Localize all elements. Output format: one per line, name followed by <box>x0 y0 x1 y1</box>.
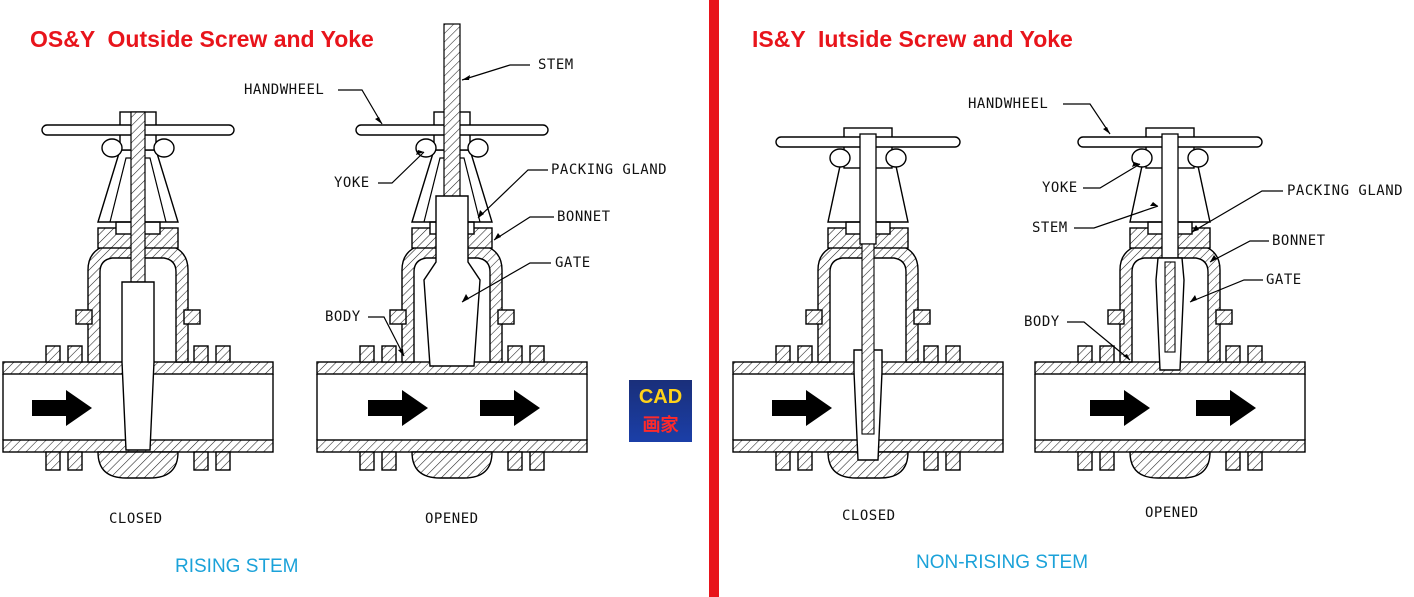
panel-divider <box>709 0 719 597</box>
label-stem: STEM <box>538 57 574 73</box>
label-handwheel: HANDWHEEL <box>244 82 325 98</box>
label-stem-right: STEM <box>1032 220 1068 236</box>
rising-stem-caption: RISING STEM <box>175 556 299 577</box>
label-closed: CLOSED <box>109 511 163 527</box>
isy-closed-valve <box>732 127 1004 479</box>
non-rising-stem-caption: NON-RISING STEM <box>916 552 1089 573</box>
osy-opened-valve <box>316 23 588 479</box>
badge-line2: 画家 <box>642 415 679 436</box>
label-body: BODY <box>325 309 361 325</box>
label-packing-gland: PACKING GLAND <box>551 162 668 178</box>
label-closed-right: CLOSED <box>842 508 896 524</box>
label-yoke-right: YOKE <box>1042 180 1078 196</box>
label-packing-gland-right: PACKING GLAND <box>1287 183 1404 199</box>
cad-logo-badge: CAD 画家 <box>629 380 692 442</box>
osy-title: OS&Y Outside Screw and Yoke <box>30 26 374 52</box>
isy-opened-valve <box>1034 127 1306 479</box>
label-gate-right: GATE <box>1266 272 1302 288</box>
osy-closed-valve <box>2 111 274 479</box>
label-gate: GATE <box>555 255 591 271</box>
badge-line1: CAD <box>638 386 683 408</box>
isy-title: IS&Y Iutside Screw and Yoke <box>752 26 1073 52</box>
label-body-right: BODY <box>1024 314 1060 330</box>
label-opened-right: OPENED <box>1145 505 1199 521</box>
label-handwheel-right: HANDWHEEL <box>968 96 1049 112</box>
label-yoke: YOKE <box>334 175 370 191</box>
label-bonnet: BONNET <box>557 209 611 225</box>
label-bonnet-right: BONNET <box>1272 233 1326 249</box>
label-opened: OPENED <box>425 511 479 527</box>
